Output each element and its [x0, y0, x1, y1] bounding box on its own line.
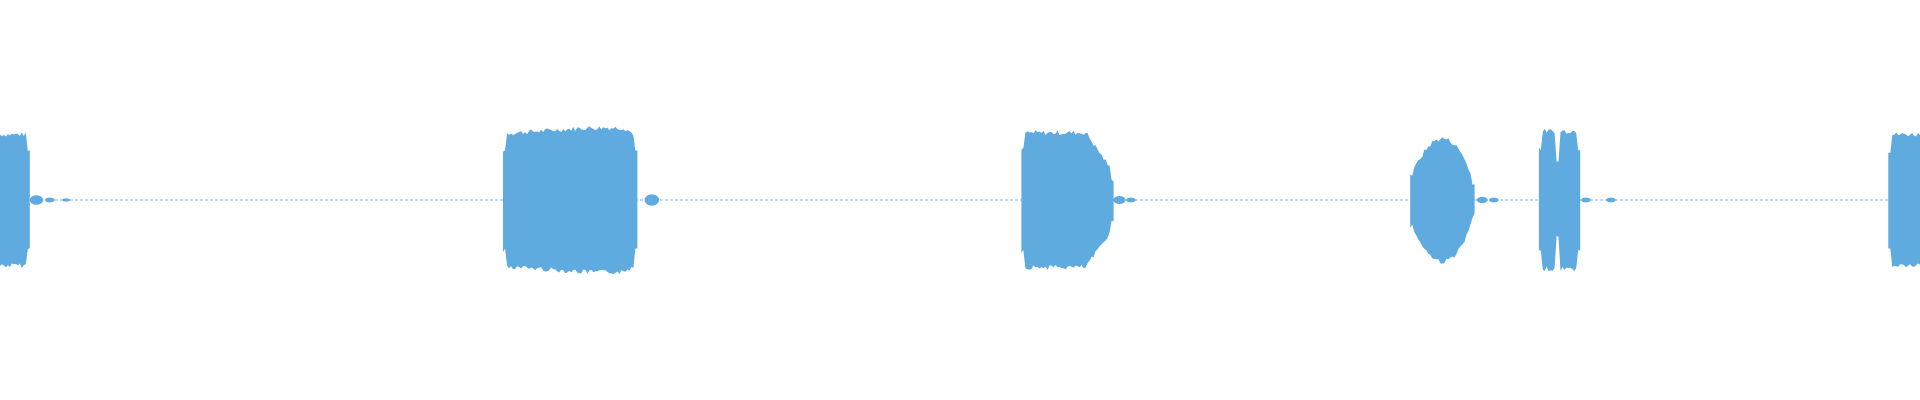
- waveform-tail-6: [1126, 197, 1136, 203]
- waveform-tails: [29, 194, 1616, 206]
- waveform-tail-9: [1581, 197, 1591, 203]
- waveform-tail-3: [61, 198, 71, 202]
- waveform-segment-4: [1410, 137, 1475, 264]
- waveform-tail-7: [1476, 196, 1488, 204]
- waveform-tail-2: [45, 197, 55, 203]
- waveform-segment-6: [1888, 132, 1920, 268]
- waveform-tail-4: [644, 194, 659, 206]
- waveform-segments: [0, 126, 1920, 275]
- waveform-tail-1: [29, 195, 44, 205]
- waveform-segment-1: [0, 132, 30, 268]
- waveform-tail-10: [1606, 197, 1616, 203]
- waveform-segment-2: [503, 126, 638, 275]
- waveform-segment-5: [1538, 128, 1581, 272]
- waveform-segment-3: [1021, 130, 1114, 270]
- waveform-tail-5: [1113, 196, 1126, 204]
- waveform-tail-8: [1489, 197, 1499, 203]
